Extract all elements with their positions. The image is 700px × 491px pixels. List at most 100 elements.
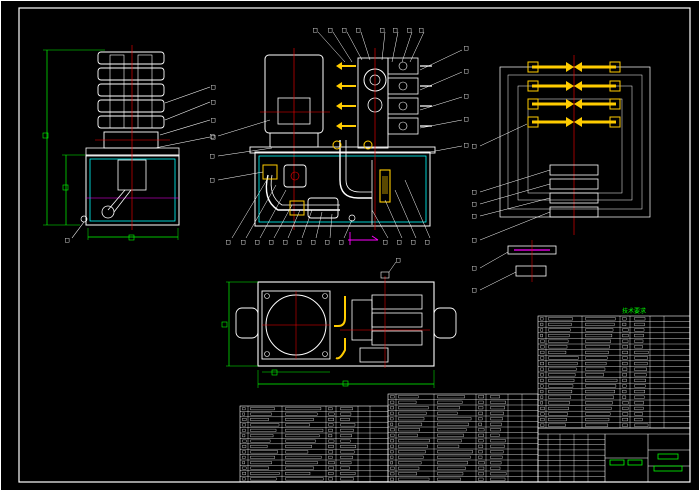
table-cell-text [242, 434, 246, 438]
table-cell-text [250, 418, 269, 421]
table-cell-text [285, 439, 316, 443]
balloon-label-bottom-8: □ [325, 238, 329, 246]
table-cell-text [548, 334, 570, 338]
table-cell-text [398, 472, 417, 476]
table-cell-text [585, 418, 610, 422]
table-cell-text [328, 439, 335, 443]
balloon-label-left-4: □ [211, 133, 215, 141]
table-cell-text [328, 428, 333, 432]
table-cell-text [242, 412, 245, 416]
table-cell-text [622, 390, 627, 394]
table-cell-text [622, 373, 627, 377]
table-cell-text [540, 406, 545, 410]
balloon-label-plan-1: □ [396, 256, 400, 264]
table-cell-text [634, 378, 646, 382]
balloon-label-bottom-12: □ [411, 238, 415, 246]
table-cell-text [540, 412, 545, 416]
table-cell-text [328, 466, 334, 470]
table-cell-text [478, 461, 485, 465]
table-cell-text [634, 390, 645, 394]
table-cell-text [437, 466, 466, 470]
table-cell-text [622, 356, 628, 360]
table-cell-text [250, 434, 274, 438]
balloon-label-schematic-5: □ [472, 236, 476, 244]
table-cell-text [390, 406, 394, 410]
balloon-label-top-6: □ [393, 26, 397, 34]
table-cell-text [540, 328, 544, 332]
balloon-label-top-3: □ [342, 26, 346, 34]
table-cell-text [250, 407, 275, 411]
table-cell-text [390, 477, 394, 481]
table-cell-text [328, 407, 333, 411]
balloon-label-schematic-2: □ [472, 188, 476, 196]
table-cell-text [242, 439, 247, 443]
table-cell-text [398, 417, 425, 421]
table-cell-text [622, 423, 628, 427]
table-cell-text [585, 317, 616, 321]
table-cell-text [490, 477, 506, 481]
table-cell-text [478, 466, 485, 470]
table-cell-text [390, 450, 394, 454]
table-cell-text [250, 472, 280, 475]
table-cell-text [242, 445, 247, 448]
table-cell-text [478, 477, 484, 481]
table-cell-text [622, 345, 628, 349]
table-cell-text [490, 461, 502, 465]
balloon-label-schematic-6: □ [472, 264, 476, 272]
table-cell-text [585, 423, 609, 427]
table-cell-text [328, 461, 335, 465]
table-cell-text [634, 339, 644, 343]
table-cell-text [540, 322, 544, 326]
table-cell-text [540, 423, 545, 427]
table-cell-text [548, 418, 567, 422]
table-cell-text [490, 444, 505, 448]
table-cell-text [540, 390, 544, 394]
table-cell-text [634, 322, 645, 326]
table-cell-text [622, 334, 629, 338]
table-cell-text [328, 412, 335, 416]
front-view: □ □ □ □ □ □ □ □ □ □ □ □ □ □ □ □ [210, 26, 468, 246]
table-cell-text [398, 450, 426, 454]
table-cell-text [585, 356, 608, 360]
balloon-label-bottom-7: □ [311, 238, 315, 246]
table-cell-text [490, 439, 506, 443]
table-cell-text [540, 356, 545, 360]
balloon-label-bottom-4: □ [269, 238, 273, 246]
table-cell-text [585, 367, 606, 371]
table-cell-text [490, 411, 504, 415]
table-cell-text [540, 395, 544, 399]
table-cell-text [634, 423, 649, 427]
table-cell-text [490, 466, 501, 470]
table-cell-text [328, 423, 334, 427]
table-cell-text [478, 444, 484, 448]
table-cell-text [340, 418, 350, 421]
table-cell-text [340, 423, 356, 427]
table-cell-text [548, 390, 573, 394]
balloon-label-right-3: □ [464, 92, 468, 100]
table-cell-text [340, 445, 357, 448]
table-cell-text [398, 400, 417, 404]
table-cell-text [285, 445, 312, 448]
table-cell-text [437, 395, 465, 399]
table-cell-text [490, 395, 500, 399]
table-cell-text [437, 444, 460, 448]
table-cell-text [398, 422, 423, 426]
table-cell-text [437, 422, 469, 426]
table-cell-text [540, 317, 544, 321]
table-cell-text [634, 362, 648, 366]
table-cell-text [437, 439, 462, 443]
table-cell-text [490, 422, 502, 426]
table-cell-text [490, 472, 507, 476]
table-cell-text [250, 466, 269, 470]
table-cell-text [540, 350, 545, 354]
table-cell-text [634, 373, 647, 377]
table-cell-text [250, 445, 268, 448]
table-cell-text [634, 367, 647, 371]
table-cell-text [398, 444, 428, 448]
balloon-label-bottom-2: □ [241, 238, 245, 246]
table-cell-text [540, 373, 544, 377]
table-cell-text [622, 362, 628, 366]
inner-frame [18, 7, 691, 483]
table-cell-text [540, 345, 545, 349]
table-cell-text [340, 461, 352, 465]
